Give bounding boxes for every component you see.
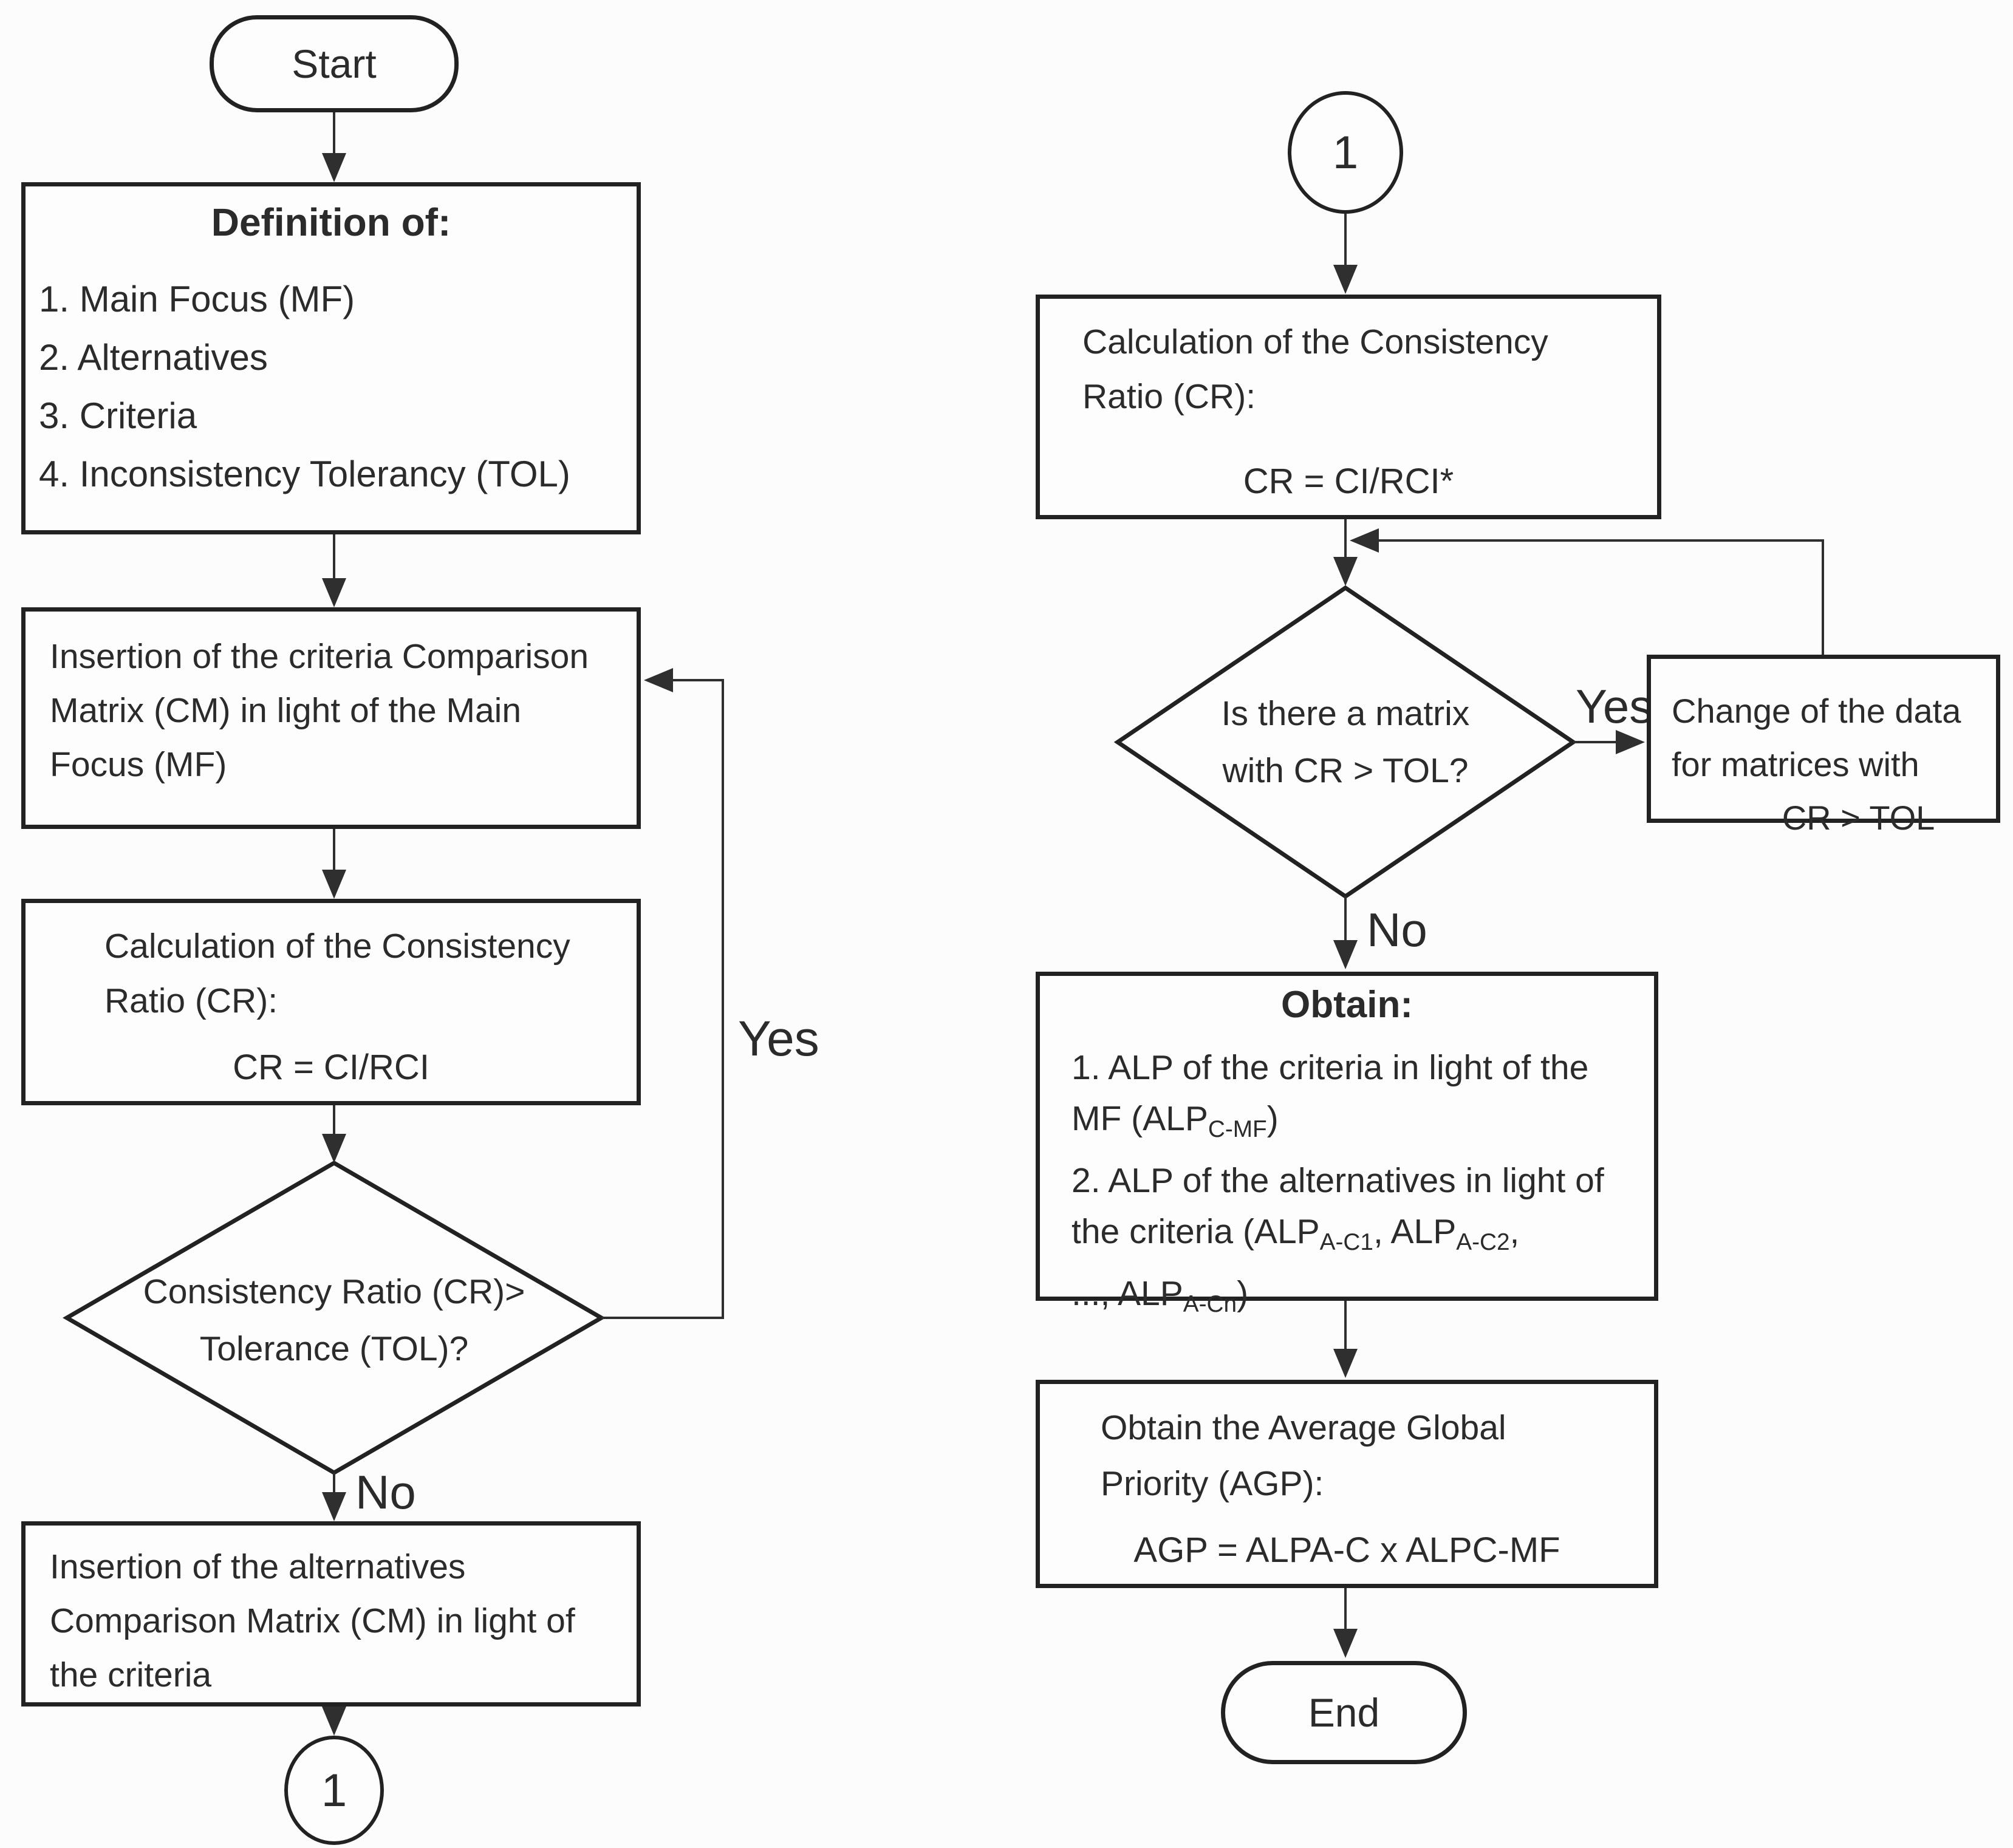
change-data-line1: Change of the data [1672, 692, 1961, 730]
decision-right-line2: with CR > TOL? [1222, 751, 1469, 790]
definition-step: Definition of: 1. Main Focus (MF) 2. Alt… [21, 182, 641, 534]
obtain-title: Obtain: [1281, 984, 1413, 1026]
insertion-criteria-text: Insertion of the criteria Comparison Mat… [50, 637, 589, 784]
connector-left-label: 1 [321, 1764, 347, 1816]
calc-formula-left: CR = CI/RCI [233, 1048, 429, 1087]
start-label: Start [292, 41, 377, 86]
feedback-change-data-loop [1350, 528, 1824, 655]
calc-cr-step-left: Calculation of the Consistency Ratio (CR… [21, 899, 641, 1105]
calc-cr-step-right: Calculation of the Consistency Ratio (CR… [1036, 295, 1661, 519]
obtain-item-2: 2. ALP of the alternatives in light of t… [1071, 1161, 1604, 1317]
yes-loop-left [601, 668, 724, 1319]
insertion-alternatives-text: Insertion of the alternatives Comparison… [50, 1547, 575, 1694]
start-terminator: Start [210, 15, 459, 112]
definition-item: 4. Inconsistency Tolerancy (TOL) [39, 454, 570, 494]
change-data-line2: for matrices with [1672, 745, 1919, 783]
decision-text-left: Consistency Ratio (CR)> Tolerance (TOL)? [61, 1263, 607, 1377]
agp-step: Obtain the Average Global Priority (AGP)… [1036, 1380, 1658, 1588]
calc-formula-right: CR = CI/RCI* [1243, 462, 1454, 501]
insertion-criteria-step: Insertion of the criteria Comparison Mat… [21, 607, 641, 829]
label-no-left: No [355, 1465, 416, 1519]
insertion-alternatives-step: Insertion of the alternatives Comparison… [21, 1521, 641, 1707]
agp-formula: AGP = ALPA-C x ALPC-MF [1133, 1530, 1560, 1570]
calc-heading-left: Calculation of the Consistency Ratio (CR… [104, 927, 570, 1020]
definition-item: 2. Alternatives [39, 337, 268, 378]
definition-item: 1. Main Focus (MF) [39, 279, 355, 319]
connector-circle-left: 1 [284, 1736, 384, 1845]
label-no-right: No [1367, 903, 1427, 956]
label-yes-right: Yes [1576, 680, 1653, 733]
label-yes-left: Yes [738, 1011, 819, 1066]
definition-item: 3. Criteria [39, 395, 197, 436]
change-data-step: Change of the data for matrices with CR … [1647, 655, 2000, 837]
decision-right-line1: Is there a matrix [1221, 694, 1470, 733]
decision-left-line1: Consistency Ratio (CR)> [143, 1272, 525, 1311]
connector-circle-right: 1 [1288, 91, 1403, 214]
change-data-line3: CR > TOL [1782, 799, 1935, 837]
end-label: End [1308, 1690, 1380, 1735]
agp-heading-line2: Priority (AGP): [1101, 1464, 1324, 1503]
end-terminator: End [1221, 1661, 1467, 1764]
obtain-item-1: 1. ALP of the criteria in light of the M… [1071, 1048, 1589, 1142]
definition-title: Definition of: [211, 200, 451, 244]
decision-left-line2: Tolerance (TOL)? [199, 1329, 469, 1368]
agp-heading-line1: Obtain the Average Global [1101, 1408, 1506, 1447]
decision-text-right: Is there a matrix with CR > TOL? [1133, 685, 1558, 799]
calc-heading-right: Calculation of the Consistency Ratio (CR… [1082, 322, 1548, 416]
obtain-step: Obtain: 1. ALP of the criteria in light … [1036, 972, 1658, 1317]
connector-right-label: 1 [1332, 126, 1359, 179]
